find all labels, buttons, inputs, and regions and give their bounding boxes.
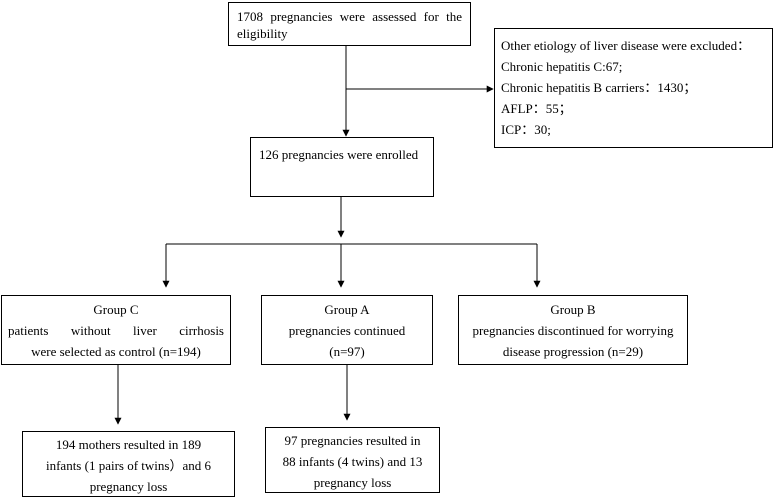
outcome-c-line-1: 194 mothers resulted in 189 [55,437,202,452]
excluded-hcv: Chronic hepatitis C:67; [501,59,623,74]
outcome-c-line-3: pregnancy loss [89,479,168,494]
group-b-title: Group B [550,302,596,317]
excluded-box: Other etiology of liver disease were exc… [494,28,773,148]
group-a-box: Group A pregnancies continued (n=97) [261,295,433,365]
group-c-box: Group C patients without liver cirrhosis… [1,295,231,365]
group-a-line-2: pregnancies continued [288,323,406,338]
excluded-aflp: AFLP：55； [501,101,572,116]
excluded-icp: ICP：30; [501,122,551,137]
assessed-line-1: 1708 pregnancies were assessed for the [237,9,462,24]
enrolled-text: 126 pregnancies were enrolled [259,147,419,162]
group-c-line-3: were selected as control (n=194) [31,344,201,359]
outcome-c-line-2: infants (1 pairs of twins）and 6 [45,458,211,473]
group-b-line-3: disease progression (n=29) [502,344,644,359]
outcome-a-line-3: pregnancy loss [313,475,392,490]
group-b-box: Group B pregnancies discontinued for wor… [458,295,688,365]
group-b-line-2: pregnancies discontinued for worrying [472,323,674,338]
group-c-outcome-box: 194 mothers resulted in 189 infants (1 p… [22,431,235,497]
excluded-hbv: Chronic hepatitis B carriers：1430； [501,80,697,95]
group-c-line-2: patients without liver cirrhosis [8,323,224,338]
group-c-title: Group C [93,302,139,317]
group-a-line-3: (n=97) [329,344,365,359]
assessed-line-2: eligibility [237,26,288,41]
outcome-a-line-1: 97 pregnancies resulted in [284,433,421,448]
group-a-title: Group A [324,302,370,317]
excluded-title: Other etiology of liver disease were exc… [501,38,751,53]
assessed-box: 1708 pregnancies were assessed for the e… [228,2,471,46]
outcome-a-line-2: 88 infants (4 twins) and 13 [282,454,423,469]
group-a-outcome-box: 97 pregnancies resulted in 88 infants (4… [265,427,440,493]
enrolled-box: 126 pregnancies were enrolled [250,137,434,197]
